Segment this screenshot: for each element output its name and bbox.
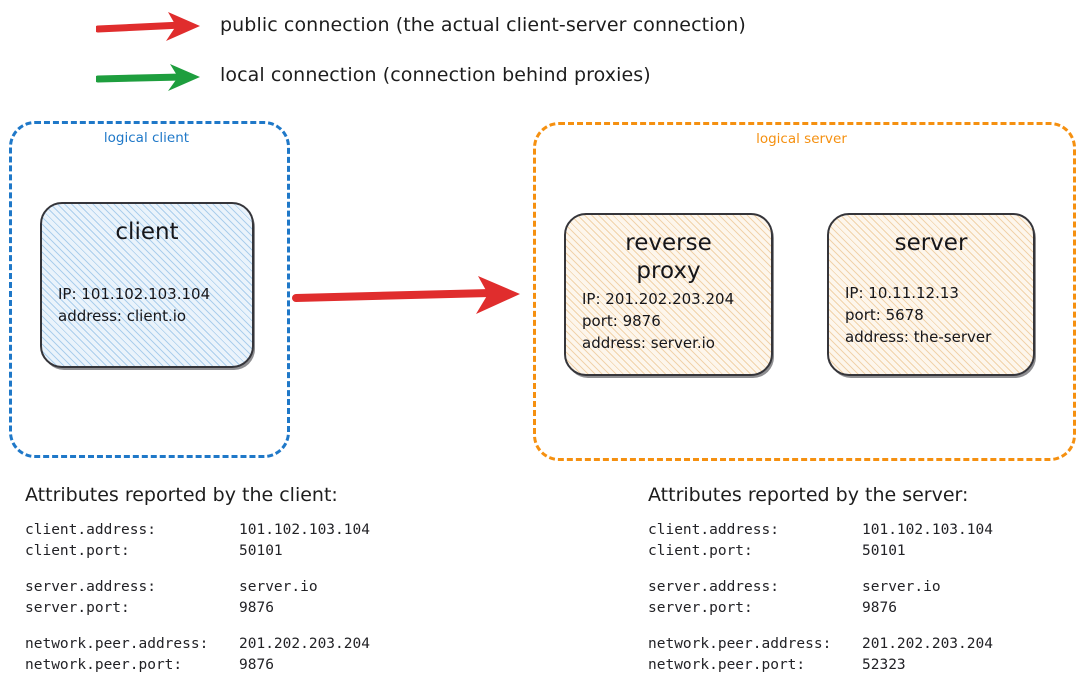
node-client[interactable]: client IP: 101.102.103.104 address: clie… <box>40 202 254 368</box>
attr-key: client.address: <box>648 522 779 538</box>
node-client-prop-ip: IP: 101.102.103.104 <box>58 285 211 304</box>
table-row-spacer <box>25 618 370 634</box>
server-attributes-table: client.address: 101.102.103.104 client.p… <box>648 520 993 675</box>
table-row: client.address: 101.102.103.104 <box>648 520 993 541</box>
node-server-properties: IP: 10.11.12.13 port: 5678 address: the-… <box>845 283 1017 348</box>
attr-key: server.address: <box>25 579 156 596</box>
attr-value: server.io <box>239 579 318 596</box>
attr-value: 9876 <box>239 656 274 673</box>
attr-value: 9876 <box>862 599 897 616</box>
node-reverse-proxy-prop-address: address: server.io <box>582 333 715 352</box>
node-server-prop-port: port: 5678 <box>845 305 924 324</box>
node-reverse-proxy[interactable]: reverse proxy IP: 201.202.203.204 port: … <box>564 213 773 376</box>
green-arrow-icon <box>96 64 200 91</box>
table-row: server.address: server.io <box>25 577 370 598</box>
node-reverse-proxy-prop-ip: IP: 201.202.203.204 <box>582 290 735 309</box>
table-row: client.address: 101.102.103.104 <box>25 520 370 541</box>
legend-label-local-connection: local connection (connection behind prox… <box>220 64 651 86</box>
legend-label-public-connection: public connection (the actual client-ser… <box>220 14 746 36</box>
table-row: network.peer.address: 201.202.203.204 <box>25 634 370 655</box>
attr-value: server.io <box>862 579 941 596</box>
table-row: client.port: 50101 <box>648 541 993 562</box>
attr-key: client.address: <box>25 522 156 538</box>
node-client-prop-address: address: client.io <box>58 306 187 325</box>
node-reverse-proxy-prop-port: port: 9876 <box>582 311 661 330</box>
node-server-prop-address: address: the-server <box>845 327 992 346</box>
legend-item-local-connection: local connection (connection behind prox… <box>0 56 1080 98</box>
attr-key: server.address: <box>648 579 779 596</box>
node-server-content: server IP: 10.11.12.13 port: 5678 addres… <box>829 215 1033 374</box>
table-row-spacer <box>648 618 993 634</box>
logical-client-group <box>9 121 290 458</box>
attr-key: server.port: <box>25 599 130 616</box>
node-reverse-proxy-content: reverse proxy IP: 201.202.203.204 port: … <box>566 215 771 374</box>
node-server-prop-ip: IP: 10.11.12.13 <box>845 284 959 303</box>
table-row-spacer <box>648 561 993 577</box>
table-row: network.peer.address: 201.202.203.204 <box>648 634 993 655</box>
table-row-spacer <box>25 561 370 577</box>
logical-client-caption: logical client <box>103 130 190 146</box>
attr-value: 9876 <box>239 599 274 616</box>
node-server-title: server <box>894 230 968 256</box>
attr-key: server.port: <box>648 599 753 616</box>
legend-item-public-connection: public connection (the actual client-ser… <box>0 6 1080 48</box>
table-row: client.port: 50101 <box>25 541 370 562</box>
node-reverse-proxy-title: reverse proxy <box>625 230 712 285</box>
table-row: network.peer.port: 9876 <box>25 655 370 676</box>
attr-key: network.peer.port: <box>648 656 806 673</box>
attr-key: network.peer.port: <box>25 656 183 673</box>
attr-value: 50101 <box>239 542 283 559</box>
logical-server-caption: logical server <box>756 131 847 147</box>
table-row: server.address: server.io <box>648 577 993 598</box>
attr-key: client.port: <box>25 542 130 559</box>
node-server[interactable]: server IP: 10.11.12.13 port: 5678 addres… <box>827 213 1035 376</box>
red-arrow-icon <box>96 12 200 41</box>
client-attributes-panel: Attributes reported by the client: clien… <box>25 484 370 675</box>
node-client-content: client IP: 101.102.103.104 address: clie… <box>42 204 252 366</box>
client-attributes-table: client.address: 101.102.103.104 client.p… <box>25 520 370 675</box>
node-client-title: client <box>115 219 179 245</box>
server-attributes-panel: Attributes reported by the server: clien… <box>648 484 993 675</box>
table-row: network.peer.port: 52323 <box>648 655 993 676</box>
client-attributes-heading: Attributes reported by the client: <box>25 484 338 506</box>
attr-key: client.port: <box>648 542 753 559</box>
public-connection-arrow-icon <box>292 276 520 314</box>
attr-value: 101.102.103.104 <box>862 522 993 538</box>
attr-key: network.peer.address: <box>25 636 209 653</box>
node-client-properties: IP: 101.102.103.104 address: client.io <box>58 284 236 328</box>
table-row: server.port: 9876 <box>25 598 370 619</box>
table-row: server.port: 9876 <box>648 598 993 619</box>
attr-value: 50101 <box>862 542 906 559</box>
attr-key: network.peer.address: <box>648 636 832 653</box>
attr-value: 201.202.203.204 <box>239 636 370 653</box>
attr-value: 201.202.203.204 <box>862 636 993 653</box>
server-attributes-heading: Attributes reported by the server: <box>648 484 969 506</box>
attr-value: 52323 <box>862 656 906 673</box>
attr-value: 101.102.103.104 <box>239 522 370 538</box>
node-reverse-proxy-properties: IP: 201.202.203.204 port: 9876 address: … <box>582 289 755 354</box>
legend: public connection (the actual client-ser… <box>0 0 1080 105</box>
logical-server-group <box>533 122 1076 461</box>
